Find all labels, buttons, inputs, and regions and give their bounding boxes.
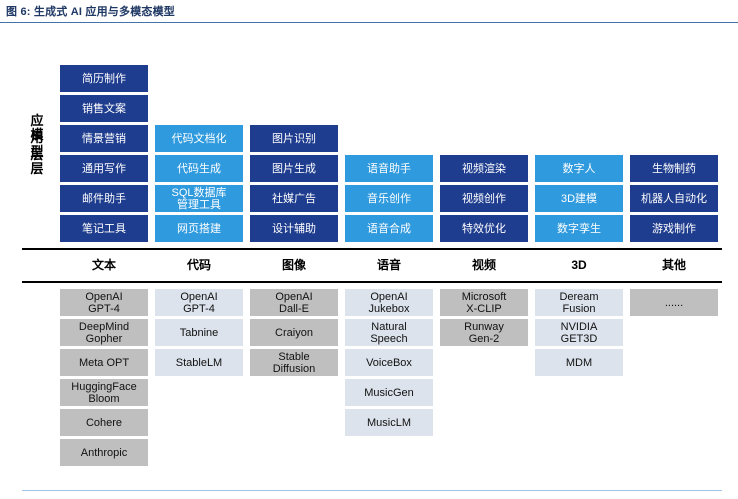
application-layer-label-char: 应 bbox=[30, 113, 44, 128]
app-item[interactable]: 代码文档化 bbox=[155, 125, 243, 152]
model-item[interactable]: OpenAI Dall-E bbox=[250, 289, 338, 316]
application-layer-label-char: 层 bbox=[30, 147, 44, 162]
category-header-7: 其他 bbox=[661, 258, 686, 272]
app-item[interactable]: 简历制作 bbox=[60, 65, 148, 92]
model-item[interactable]: ...... bbox=[630, 289, 718, 316]
category-header-1: 文本 bbox=[91, 258, 116, 272]
model-layer-label-char: 层 bbox=[30, 161, 44, 176]
app-item[interactable]: 视频渲染 bbox=[440, 155, 528, 182]
model-item[interactable]: Runway Gen-2 bbox=[440, 319, 528, 346]
app-item[interactable]: 销售文案 bbox=[60, 95, 148, 122]
app-item[interactable]: 视频创作 bbox=[440, 185, 528, 212]
category-header-6: 3D bbox=[571, 258, 587, 272]
app-item[interactable]: 3D建模 bbox=[535, 185, 623, 212]
app-item[interactable]: 笔记工具 bbox=[60, 215, 148, 242]
model-item[interactable]: Natural Speech bbox=[345, 319, 433, 346]
bottom-divider bbox=[22, 490, 722, 491]
app-item[interactable]: 代码生成 bbox=[155, 155, 243, 182]
app-item[interactable]: 设计辅助 bbox=[250, 215, 338, 242]
app-column-语音: 语音助手音乐创作语音合成 bbox=[345, 155, 433, 242]
model-item[interactable]: VoiceBox bbox=[345, 349, 433, 376]
app-column-其他: 生物制药机器人自动化游戏制作 bbox=[630, 155, 718, 242]
category-header-2: 代码 bbox=[186, 258, 211, 272]
model-item[interactable]: HuggingFace Bloom bbox=[60, 379, 148, 406]
category-rule-top bbox=[22, 248, 722, 250]
model-item[interactable]: OpenAI GPT-4 bbox=[60, 289, 148, 316]
app-item[interactable]: 游戏制作 bbox=[630, 215, 718, 242]
app-column-代码: 代码文档化代码生成 SQL数据库 管理工具网页搭建 bbox=[155, 125, 243, 242]
model-column-视频: Microsoft X-CLIP Runway Gen-2 bbox=[440, 289, 528, 346]
category-header-row: 文本 代码 图像 语音 视频 3D 其他 bbox=[60, 250, 720, 281]
model-item[interactable]: Microsoft X-CLIP bbox=[440, 289, 528, 316]
app-item[interactable]: 语音助手 bbox=[345, 155, 433, 182]
app-item[interactable]: 生物制药 bbox=[630, 155, 718, 182]
diagram-canvas: 应用层 模型层 简历制作销售文案情景营销通用写作邮件助手笔记工具代码文档化代码生… bbox=[0, 24, 738, 499]
model-layer-label: 模型层 bbox=[22, 126, 52, 177]
category-rule-bottom bbox=[22, 281, 722, 283]
model-layer-label-char: 模 bbox=[30, 127, 44, 142]
model-item[interactable]: Stable Diffusion bbox=[250, 349, 338, 376]
model-item[interactable]: Cohere bbox=[60, 409, 148, 436]
app-column-图像: 图片识别图片生成社媒广告设计辅助 bbox=[250, 125, 338, 242]
model-item[interactable]: NVIDIA GET3D bbox=[535, 319, 623, 346]
model-item[interactable]: Tabnine bbox=[155, 319, 243, 346]
figure-title-block: 图 6: 生成式 AI 应用与多模态模型 bbox=[0, 0, 738, 23]
model-item[interactable]: MusicLM bbox=[345, 409, 433, 436]
app-item[interactable]: 社媒广告 bbox=[250, 185, 338, 212]
application-layer-label-char: 用 bbox=[30, 130, 44, 145]
model-item[interactable]: Craiyon bbox=[250, 319, 338, 346]
model-item[interactable]: Anthropic bbox=[60, 439, 148, 466]
app-column-视频: 视频渲染视频创作特效优化 bbox=[440, 155, 528, 242]
model-item[interactable]: MusicGen bbox=[345, 379, 433, 406]
category-header-3: 图像 bbox=[281, 258, 306, 272]
app-item[interactable]: 情景营销 bbox=[60, 125, 148, 152]
app-item[interactable]: 网页搭建 bbox=[155, 215, 243, 242]
model-item[interactable]: StableLM bbox=[155, 349, 243, 376]
model-item[interactable]: Deream Fusion bbox=[535, 289, 623, 316]
app-item[interactable]: 机器人自动化 bbox=[630, 185, 718, 212]
app-item[interactable]: 特效优化 bbox=[440, 215, 528, 242]
category-header-4: 语音 bbox=[376, 258, 401, 272]
app-item[interactable]: 数字人 bbox=[535, 155, 623, 182]
model-column-其他: ...... bbox=[630, 289, 718, 316]
model-item[interactable]: MDM bbox=[535, 349, 623, 376]
model-layer-label-char: 型 bbox=[30, 144, 44, 159]
app-item[interactable]: 图片识别 bbox=[250, 125, 338, 152]
app-item[interactable]: 图片生成 bbox=[250, 155, 338, 182]
app-item[interactable]: 数字孪生 bbox=[535, 215, 623, 242]
model-item[interactable]: Meta OPT bbox=[60, 349, 148, 376]
app-item[interactable]: 语音合成 bbox=[345, 215, 433, 242]
title-divider bbox=[0, 22, 738, 23]
app-item[interactable]: 邮件助手 bbox=[60, 185, 148, 212]
app-item[interactable]: 通用写作 bbox=[60, 155, 148, 182]
app-item[interactable]: SQL数据库 管理工具 bbox=[155, 185, 243, 212]
figure-title: 图 6: 生成式 AI 应用与多模态模型 bbox=[6, 6, 176, 18]
model-item[interactable]: OpenAI GPT-4 bbox=[155, 289, 243, 316]
app-column-3D: 数字人 3D建模数字孪生 bbox=[535, 155, 623, 242]
model-item[interactable]: DeepMind Gopher bbox=[60, 319, 148, 346]
category-header-5: 视频 bbox=[471, 258, 496, 272]
app-column-文本: 简历制作销售文案情景营销通用写作邮件助手笔记工具 bbox=[60, 65, 148, 242]
category-header-band: 文本 代码 图像 语音 视频 3D 其他 bbox=[22, 248, 722, 283]
application-layer-label: 应用层 bbox=[22, 112, 52, 163]
app-item[interactable]: 音乐创作 bbox=[345, 185, 433, 212]
model-item[interactable]: OpenAI Jukebox bbox=[345, 289, 433, 316]
